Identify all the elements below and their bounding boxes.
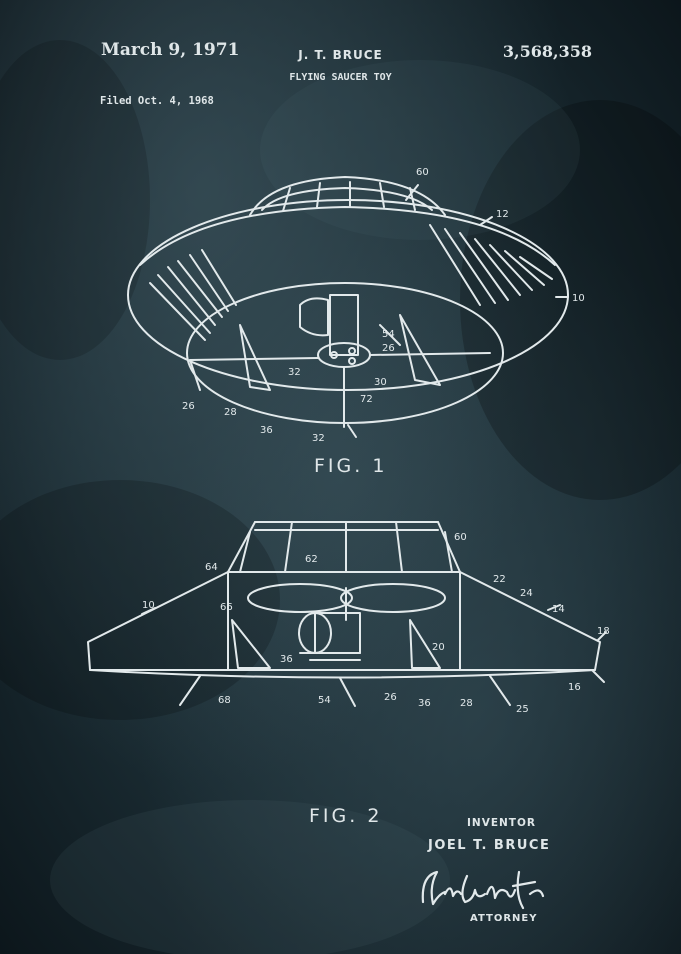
ref-label: 12 <box>496 209 509 220</box>
ref-label: 72 <box>360 394 373 405</box>
patent-date: March 9, 1971 <box>101 40 240 60</box>
fig1-caption: FIG. 1 <box>314 455 388 477</box>
ref-label: 36 <box>418 698 431 709</box>
ref-label: 22 <box>493 574 506 585</box>
ref-label: 16 <box>568 682 581 693</box>
ref-label: 68 <box>218 695 231 706</box>
ref-label: 10 <box>572 293 585 304</box>
patent-title: FLYING SAUCER TOY <box>289 72 392 83</box>
ref-label: 32 <box>312 433 325 444</box>
ref-label: 54 <box>318 695 331 706</box>
fig1-drawing: 60 12 10 54 26 32 30 72 26 28 36 32 <box>127 167 585 444</box>
ref-label: 36 <box>280 654 293 665</box>
fig2-caption: FIG. 2 <box>309 805 383 827</box>
filed-date: Filed Oct. 4, 1968 <box>100 95 214 107</box>
ref-label: 66 <box>220 602 233 613</box>
ref-label: 20 <box>432 642 445 653</box>
ref-label: 28 <box>224 407 237 418</box>
ref-label: 62 <box>305 554 318 565</box>
ref-label: 14 <box>552 604 565 615</box>
ref-label: 30 <box>374 377 387 388</box>
attorney-heading: ATTORNEY <box>470 913 538 924</box>
ref-label: 26 <box>182 401 195 412</box>
inventor-full-name: JOEL T. BRUCE <box>428 838 551 853</box>
ref-label: 36 <box>260 425 273 436</box>
ref-label: 54 <box>382 329 395 340</box>
ref-label: 26 <box>384 692 397 703</box>
ref-label: 24 <box>520 588 533 599</box>
ref-label: 60 <box>454 532 467 543</box>
fig2-drawing: 60 64 62 22 24 14 18 10 66 20 36 16 68 5… <box>87 521 610 715</box>
inventor-heading: INVENTOR <box>467 817 536 829</box>
ref-label: 25 <box>516 704 529 715</box>
ref-label: 60 <box>416 167 429 178</box>
ref-label: 18 <box>597 626 610 637</box>
ref-label: 32 <box>288 367 301 378</box>
ref-label: 10 <box>142 600 155 611</box>
ref-label: 64 <box>205 562 218 573</box>
attorney-signature <box>421 870 545 910</box>
patent-number: 3,568,358 <box>502 42 592 61</box>
ref-label: 28 <box>460 698 473 709</box>
ref-label: 26 <box>382 343 395 354</box>
inventor-short-name: J. T. BRUCE <box>298 48 383 62</box>
